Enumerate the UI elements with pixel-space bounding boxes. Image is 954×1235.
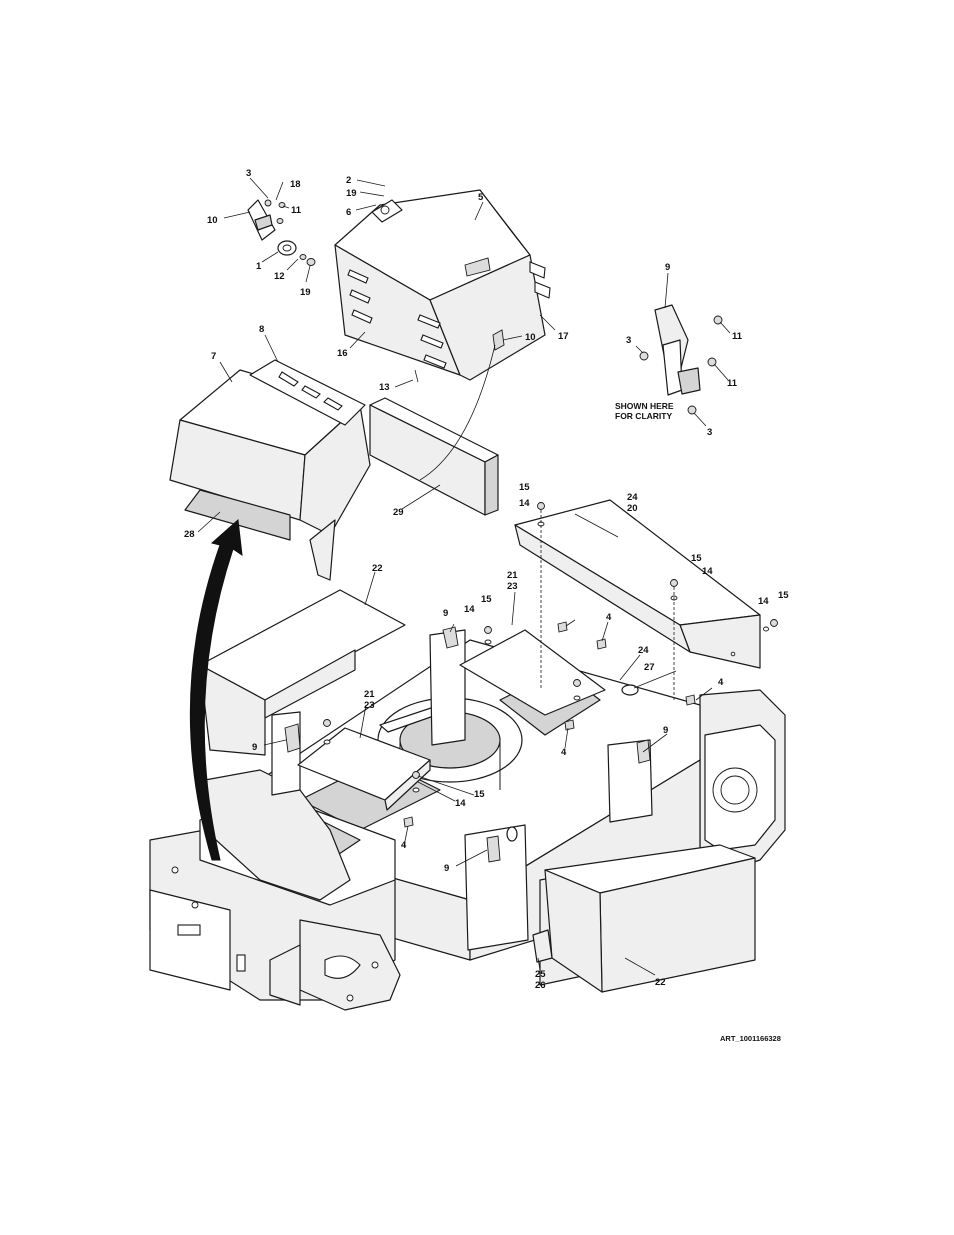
callout: 15 [474, 789, 485, 800]
note-line-1: SHOWN HERE [615, 401, 674, 411]
callout: 21 [507, 570, 518, 581]
side-cover-24-20 [515, 500, 760, 668]
callout: 21 [364, 689, 375, 700]
callout: 14 [519, 498, 530, 509]
callout: 24 [627, 492, 638, 503]
callout: 12 [274, 271, 285, 282]
latch-detail-right [640, 305, 722, 414]
latch-detail-upper-left [248, 200, 315, 266]
callout: 9 [252, 742, 257, 753]
hood-assembly-5 [335, 190, 550, 380]
callout: 10 [525, 332, 536, 343]
callout: 4 [401, 840, 407, 851]
callout: 15 [519, 482, 530, 493]
callout: 28 [184, 529, 195, 540]
callout: 9 [443, 608, 448, 619]
callout: 29 [393, 507, 404, 518]
callout: 13 [379, 382, 390, 393]
callout: 1 [256, 261, 262, 272]
callout: 8 [259, 324, 264, 335]
callout: 14 [464, 604, 475, 615]
callout: 23 [364, 700, 375, 711]
callout: 10 [207, 215, 218, 226]
callout: 15 [691, 553, 702, 564]
callout: 7 [211, 351, 216, 362]
callout: 19 [300, 287, 311, 298]
callout: 27 [644, 662, 655, 673]
callout: 6 [346, 207, 351, 218]
callout: 9 [663, 725, 668, 736]
callout: 3 [626, 335, 631, 346]
callout: 9 [665, 262, 670, 273]
callout: 14 [455, 798, 466, 809]
callout: 22 [372, 563, 383, 574]
callout: 19 [346, 188, 357, 199]
callout: 11 [291, 205, 302, 216]
callout: 17 [558, 331, 569, 342]
callout: 26 [535, 980, 546, 991]
callout: 22 [655, 977, 666, 988]
callout: 15 [778, 590, 789, 601]
callout: 16 [337, 348, 348, 359]
callout: 14 [758, 596, 769, 607]
note-line-2: FOR CLARITY [615, 411, 672, 421]
callout: 4 [606, 612, 612, 623]
cover-box-22-right [545, 845, 755, 992]
callout: 11 [727, 378, 738, 389]
callout: 25 [535, 969, 546, 980]
foam-pad-29 [370, 398, 498, 515]
callout: 24 [638, 645, 649, 656]
callout: 3 [707, 427, 712, 438]
callout: 23 [507, 581, 518, 592]
callout: 15 [481, 594, 492, 605]
callout: 20 [627, 503, 638, 514]
art-reference: ART_1001166328 [720, 1034, 781, 1043]
callout: 2 [346, 175, 351, 186]
callout: 5 [478, 192, 484, 203]
callout: 9 [444, 863, 449, 874]
callout: 4 [561, 747, 567, 758]
callout: 14 [702, 566, 713, 577]
callout: 18 [290, 179, 301, 190]
callout: 11 [732, 331, 743, 342]
callout: 4 [718, 677, 724, 688]
callout: 3 [246, 168, 251, 179]
